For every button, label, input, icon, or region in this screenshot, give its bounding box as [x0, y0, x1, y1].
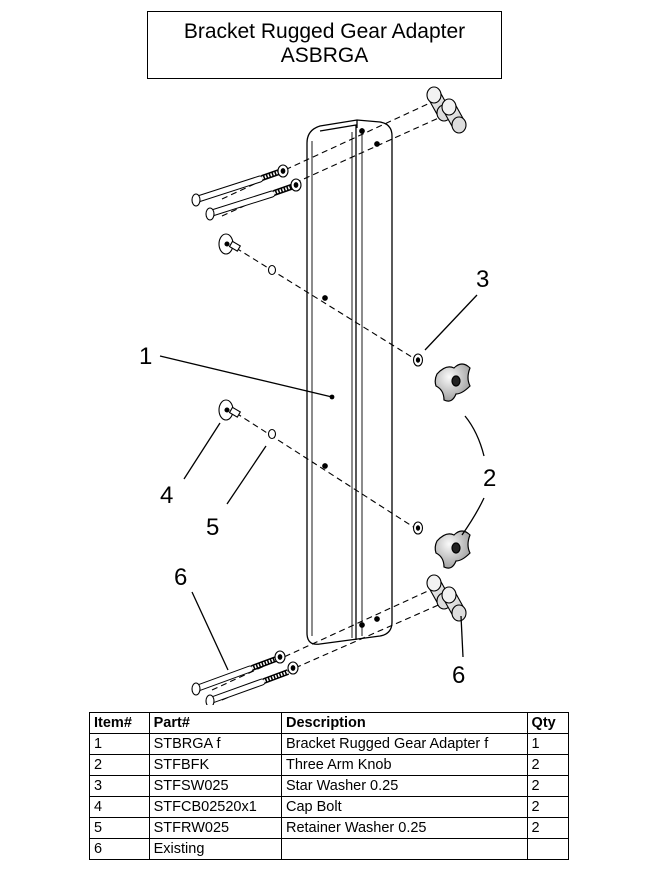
parts-table: Item# Part# Description Qty 1 STBRGA f B… [89, 712, 570, 860]
diagram-title: Bracket Rugged Gear Adapter [183, 20, 466, 43]
spacer-bottom-2 [441, 586, 467, 622]
cell-description: Cap Bolt [280, 796, 528, 818]
bolt-bottom-right [205, 669, 290, 705]
cell-item: 5 [89, 817, 150, 839]
cell-qty: 2 [526, 775, 570, 797]
cell-part: Existing [148, 838, 282, 860]
callout-6-top: 6 [174, 564, 187, 591]
cap-bolt-lower [218, 399, 242, 421]
cell-description [280, 838, 528, 860]
washers-bottom [274, 650, 299, 675]
cell-part: STFCB02520x1 [148, 796, 282, 818]
diagram-subtitle: ASBRGA [280, 44, 369, 67]
bolt-top-left [191, 168, 283, 207]
bolt-top-right [205, 183, 295, 221]
bolt-bottom-left [191, 656, 278, 696]
header-description: Description [280, 712, 528, 734]
retainer-washers [267, 264, 277, 440]
callout-5: 5 [206, 514, 219, 541]
cell-item: 4 [89, 796, 150, 818]
cell-part: STFBFK [148, 754, 282, 776]
table-row: 5 STFRW025 Retainer Washer 0.25 2 [89, 817, 570, 839]
header-qty: Qty [526, 712, 570, 734]
bracket-plate [306, 119, 393, 645]
leader-lines [159, 294, 485, 671]
three-arm-knob-lower [434, 530, 471, 569]
cell-qty: 2 [526, 817, 570, 839]
cell-description: Star Washer 0.25 [280, 775, 528, 797]
star-washers [412, 353, 424, 535]
callout-4: 4 [160, 482, 173, 509]
cell-qty: 2 [526, 754, 570, 776]
callout-2: 2 [483, 465, 496, 492]
callout-1: 1 [139, 343, 152, 370]
cell-item: 6 [89, 838, 150, 860]
cell-qty: 2 [526, 796, 570, 818]
cell-description: Three Arm Knob [280, 754, 528, 776]
cell-item: 1 [89, 733, 150, 755]
callout-3: 3 [476, 266, 489, 293]
title-box: Bracket Rugged Gear Adapter ASBRGA [147, 11, 502, 79]
three-arm-knob-upper [434, 363, 471, 402]
callout-labels: 1 3 2 4 5 6 6 [139, 266, 496, 689]
exploded-view-drawing: 1 3 2 4 5 6 6 [139, 86, 496, 705]
table-row: 6 Existing [89, 838, 570, 860]
table-row: 1 STBRGA f Bracket Rugged Gear Adapter f… [89, 733, 570, 755]
table-row: 4 STFCB02520x1 Cap Bolt 2 [89, 796, 570, 818]
cell-description: Bracket Rugged Gear Adapter f [280, 733, 528, 755]
table-header-row: Item# Part# Description Qty [89, 712, 570, 734]
cap-bolt-upper [218, 233, 242, 255]
washers-top [277, 164, 302, 192]
cell-item: 2 [89, 754, 150, 776]
cell-item: 3 [89, 775, 150, 797]
cell-part: STBRGA f [148, 733, 282, 755]
cell-qty: 1 [526, 733, 570, 755]
cell-part: STFRW025 [148, 817, 282, 839]
cell-part: STFSW025 [148, 775, 282, 797]
callout-6-bottom: 6 [452, 662, 465, 689]
cell-qty [526, 838, 570, 860]
header-part: Part# [148, 712, 282, 734]
table-row: 3 STFSW025 Star Washer 0.25 2 [89, 775, 570, 797]
spacer-top-2 [441, 98, 467, 134]
cell-description: Retainer Washer 0.25 [280, 817, 528, 839]
table-row: 2 STFBFK Three Arm Knob 2 [89, 754, 570, 776]
header-item: Item# [89, 712, 150, 734]
